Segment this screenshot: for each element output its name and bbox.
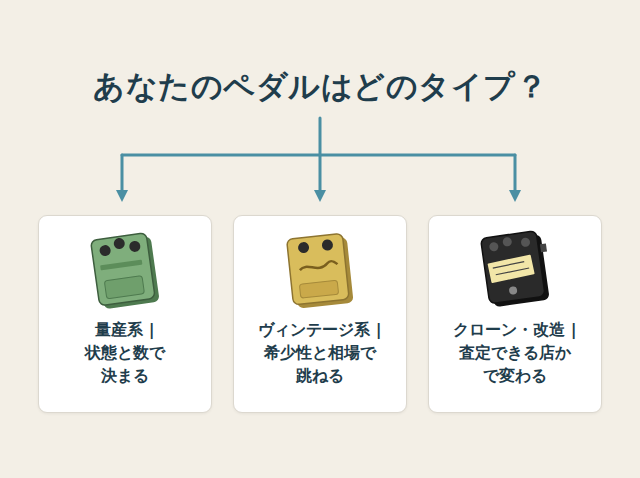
split-arrow [122,118,515,196]
diagram-title: あなたのペダルはどのタイプ？ [0,66,640,108]
text-wrap: クローン・改造 | 査定できる店か で変わる [429,318,601,388]
pedal-illustration [481,230,554,308]
arrow-stem [319,118,322,155]
category-label: 量産系 | 状態と数で 決まる [80,318,170,388]
category-box: クローン・改造 | 査定できる店か で変わる [428,215,602,413]
category-label: ヴィンテージ系 | 希少性と相場で 跳ねる [257,318,383,388]
arrow-branch [121,155,124,196]
pedal-illustration [91,232,160,310]
arrow-branch [319,155,322,196]
text-wrap: 量産系 | 状態と数で 決まる [39,318,211,388]
arrow-branch [514,155,517,196]
pedal-illustration [287,233,354,309]
arrow-bar [122,154,515,157]
category-label: クローン・改造 | 査定できる店か で変わる [452,318,578,388]
text-wrap: ヴィンテージ系 | 希少性と相場で 跳ねる [234,318,406,388]
category-box: ヴィンテージ系 | 希少性と相場で 跳ねる [233,215,407,413]
category-box: 量産系 | 状態と数で 決まる [38,215,212,413]
